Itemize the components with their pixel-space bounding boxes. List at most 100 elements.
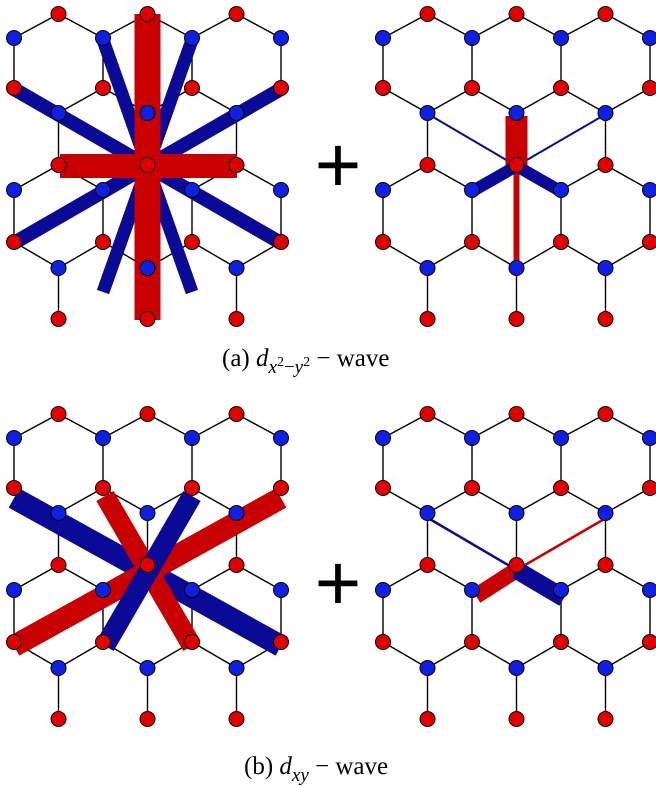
a-left-lattice-bond	[58, 13, 104, 39]
red-site	[50, 157, 67, 173]
red-site	[228, 6, 245, 22]
a-left-lattice-bond	[58, 241, 104, 269]
caption-a: (a) dx2−y2 − wave	[222, 345, 389, 378]
b-left-lattice-bond	[13, 413, 59, 439]
red-site	[228, 157, 245, 173]
red-site	[273, 634, 289, 650]
b-right-lattice-bond	[427, 641, 473, 669]
blue-pair-bond	[427, 516, 518, 572]
b-left-lattice-bond	[58, 564, 104, 591]
red-site	[139, 406, 156, 422]
red-site	[95, 634, 111, 650]
red-pair-bond	[471, 563, 521, 603]
blue-site	[419, 105, 436, 121]
b-right-lattice-bond	[471, 487, 517, 514]
red-site	[597, 557, 614, 573]
b-right-lattice-bond	[382, 413, 428, 439]
b-left-lattice-bond	[191, 487, 237, 514]
red-site	[553, 234, 569, 250]
b-right-lattice-bond	[605, 564, 651, 591]
blue-site	[597, 105, 614, 121]
red-site	[6, 634, 22, 650]
blue-site	[597, 260, 614, 276]
red-site	[553, 80, 569, 96]
caption-b: (b) dxy − wave	[244, 753, 388, 786]
red-site	[375, 634, 391, 650]
blue-site	[95, 582, 111, 598]
red-site	[508, 6, 525, 22]
blue-site	[508, 105, 525, 121]
b-right-lattice-bond	[605, 487, 651, 514]
a-right-lattice-bond	[605, 87, 651, 114]
b-right-lattice-bond	[516, 641, 562, 669]
red-site	[139, 711, 156, 727]
caption-a-prefix: (a)	[222, 345, 256, 372]
red-site	[375, 80, 391, 96]
blue-site	[50, 505, 67, 521]
blue-pair-bond	[515, 113, 607, 167]
a-right-lattice-bond	[471, 241, 517, 269]
red-site	[375, 480, 391, 496]
a-right-lattice-bond	[427, 13, 473, 39]
a-right-lattice-bond	[471, 87, 517, 114]
red-site	[375, 234, 391, 250]
blue-site	[597, 660, 614, 676]
blue-site	[597, 505, 614, 521]
b-left-lattice-bond	[191, 641, 237, 669]
caption-a-minus: −	[284, 357, 295, 378]
b-right-sites	[375, 406, 656, 727]
blue-site	[273, 430, 289, 446]
red-site	[95, 80, 111, 96]
red-site	[597, 6, 614, 22]
red-site	[464, 80, 480, 96]
a-right-lattice-bond	[382, 164, 428, 191]
a-left-lattice-bond	[236, 13, 282, 39]
blue-site	[50, 660, 67, 676]
b-right-lattice-bond	[427, 413, 473, 439]
blue-site	[553, 430, 569, 446]
red-site	[228, 711, 245, 727]
b-right-lattice-bond	[471, 641, 517, 669]
b-left-lattice-bond	[102, 413, 148, 439]
a-left-lattice-bond	[191, 13, 237, 39]
b-right-lattice-bond	[382, 564, 428, 591]
a-right-lattice-bond	[382, 13, 428, 39]
a-right-bonds	[382, 13, 651, 319]
blue-site	[642, 30, 656, 46]
blue-site	[95, 430, 111, 446]
red-site	[228, 311, 245, 327]
b-right-lattice-bond	[516, 487, 562, 514]
red-site	[553, 480, 569, 496]
red-site	[50, 557, 67, 573]
red-site	[184, 80, 200, 96]
a-right-lattice-bond	[605, 241, 651, 269]
b-right-lattice-bond	[605, 413, 651, 439]
red-site	[508, 406, 525, 422]
plus-sign-a: +	[315, 120, 362, 209]
panel-b-left-lattice	[6, 406, 289, 727]
red-site	[139, 6, 156, 22]
b-left-lattice-bond	[58, 413, 104, 439]
a-right-lattice-bond	[427, 241, 473, 269]
blue-site	[273, 582, 289, 598]
red-site	[50, 711, 67, 727]
blue-site	[375, 582, 391, 598]
caption-a-symbol: d	[256, 345, 269, 372]
b-left-lattice-bond	[191, 564, 237, 591]
red-site	[95, 234, 111, 250]
blue-site	[508, 660, 525, 676]
blue-site	[419, 505, 436, 521]
red-site	[419, 406, 436, 422]
b-right-lattice-bond	[560, 564, 606, 591]
red-site	[139, 157, 156, 173]
b-right-lattice-bond	[560, 487, 606, 514]
blue-site	[273, 182, 289, 198]
blue-site	[464, 30, 480, 46]
caption-a-subscript-y: y	[293, 357, 304, 378]
red-site	[464, 634, 480, 650]
red-site	[50, 406, 67, 422]
red-site	[464, 480, 480, 496]
caption-a-suffix: − wave	[310, 345, 389, 372]
blue-site	[375, 430, 391, 446]
red-site	[597, 406, 614, 422]
